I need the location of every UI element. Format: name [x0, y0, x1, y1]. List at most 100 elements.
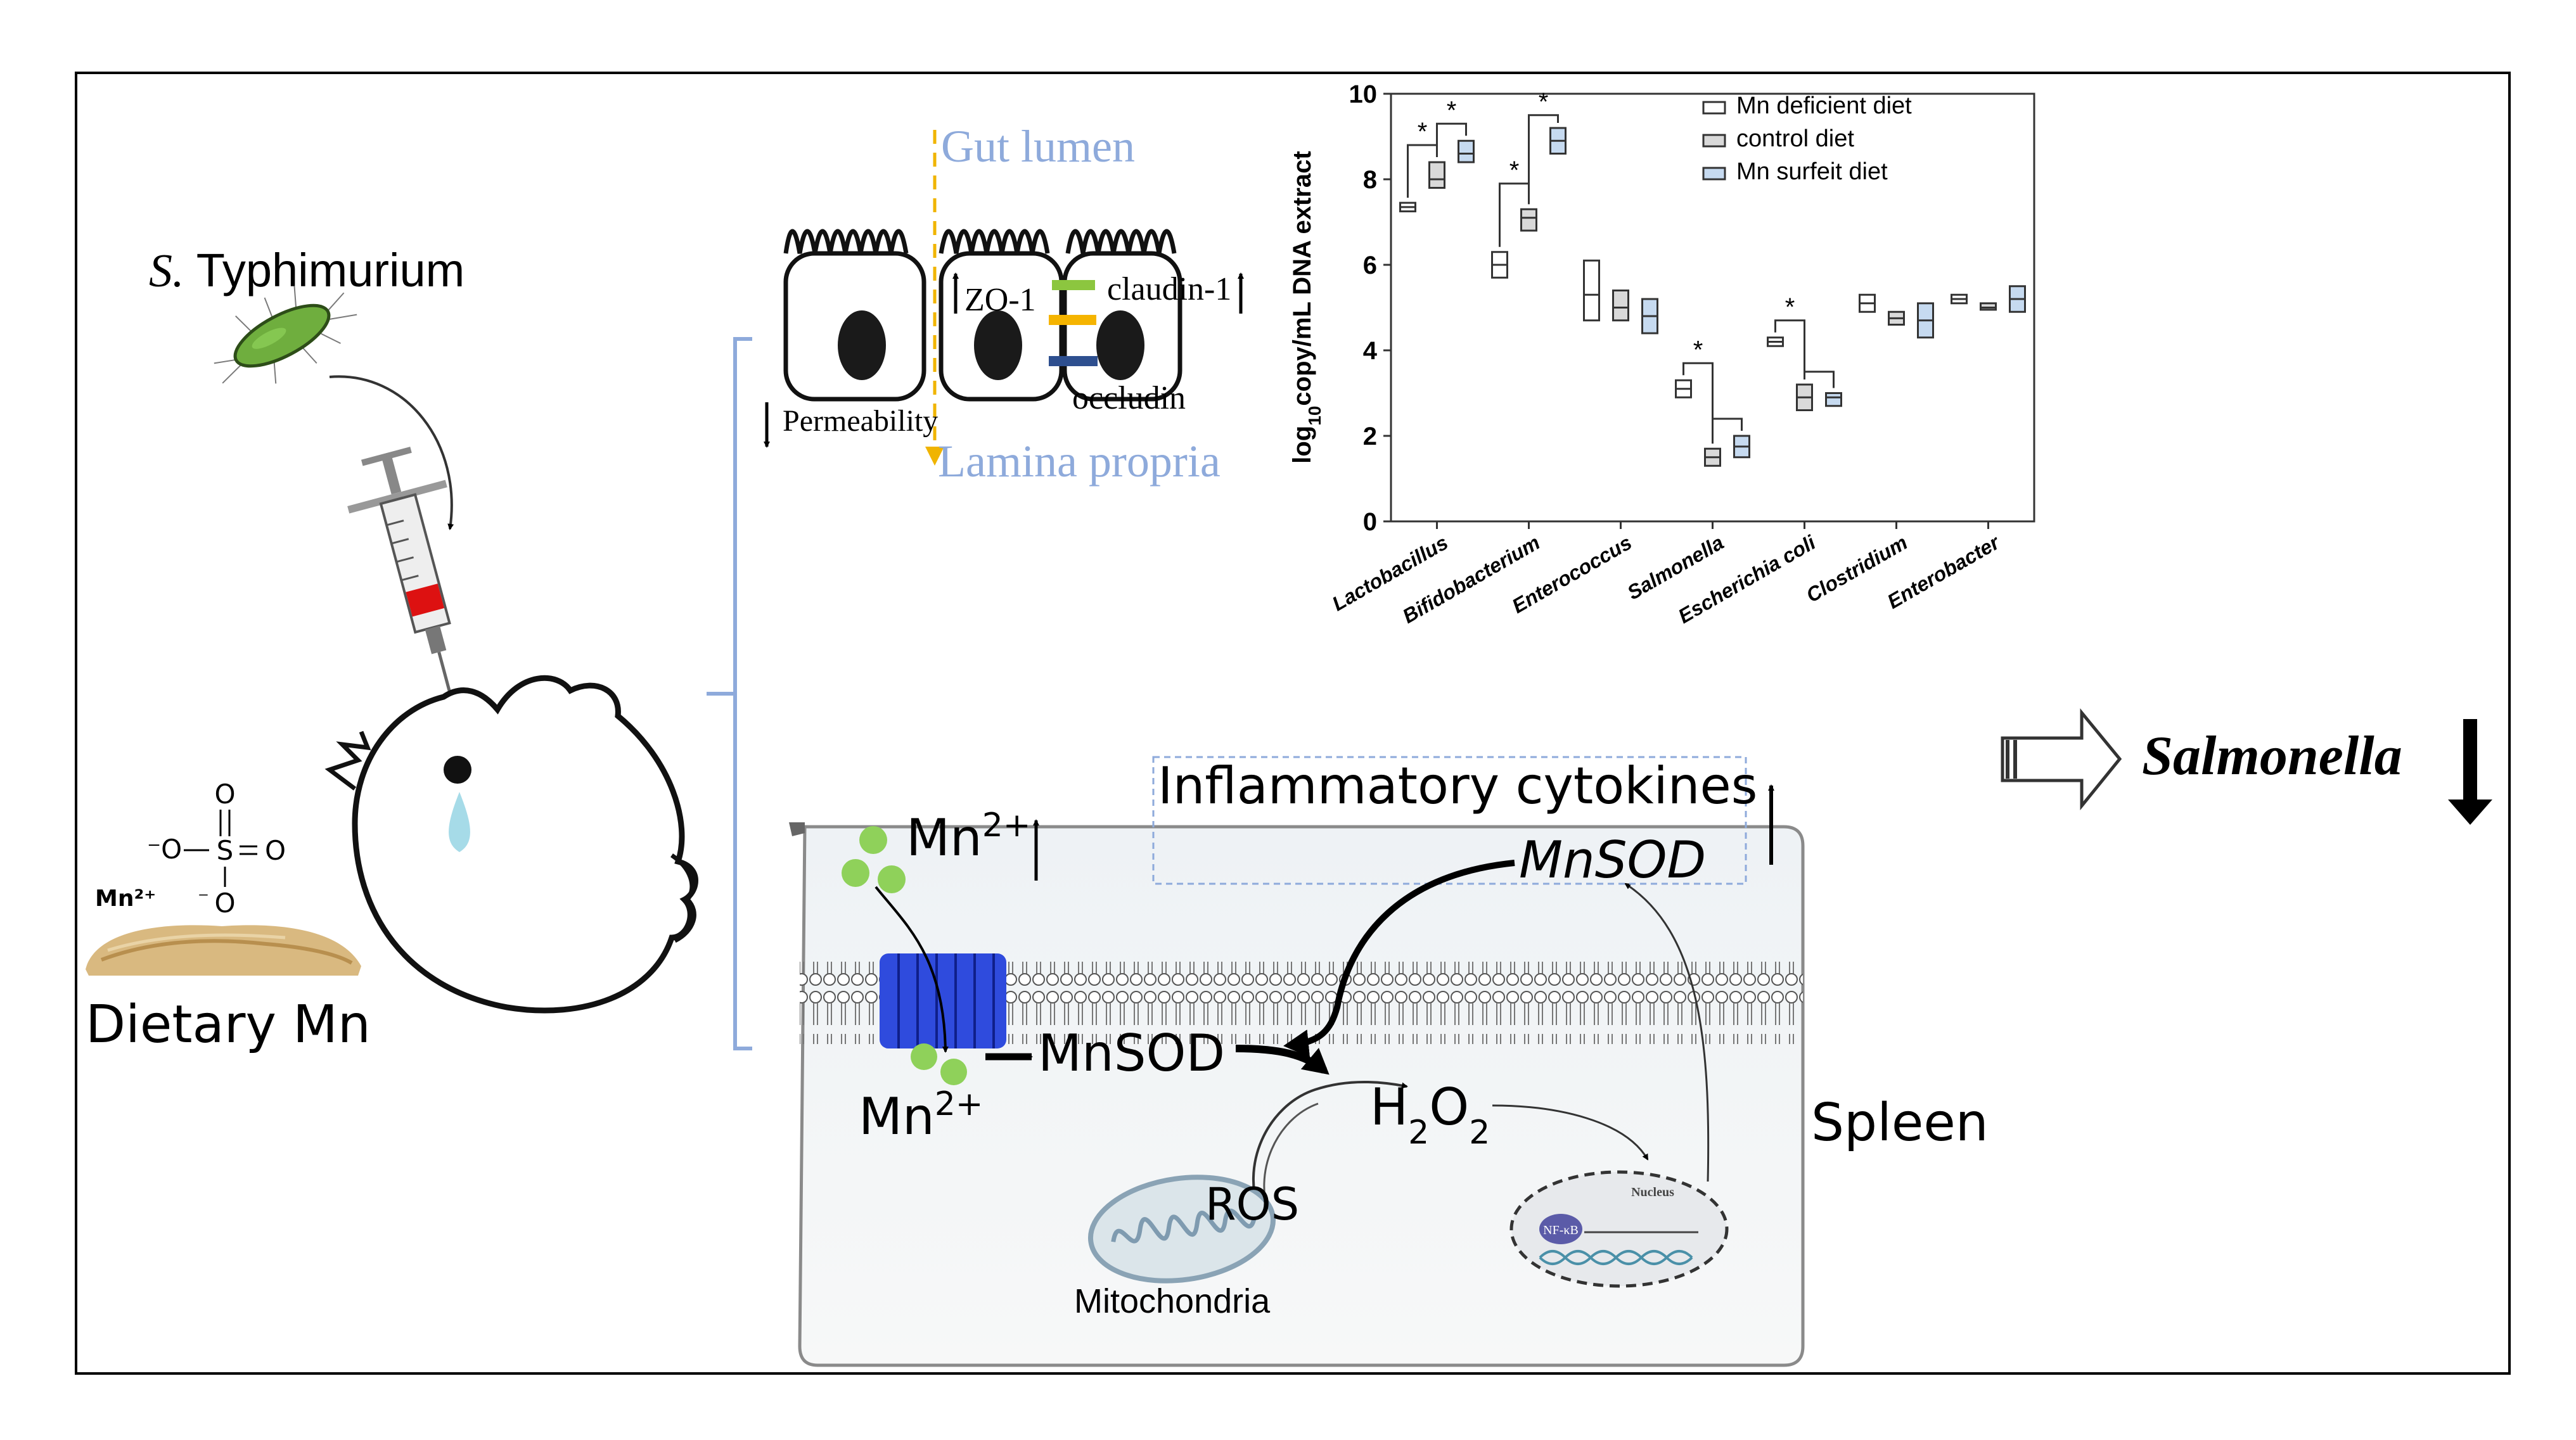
mnsod-nucleus-label: MnSOD	[1519, 831, 1706, 889]
y-axis-label-subscript: 10	[1305, 406, 1324, 426]
mn-bottom-label: Mn2+	[859, 1085, 983, 1146]
box-6-1	[1980, 302, 1997, 311]
transporter-protein	[880, 953, 1006, 1048]
pathogen-label-rest: Typhimurium	[184, 244, 465, 296]
nucleus-2	[974, 310, 1022, 380]
sulfate-s: S	[217, 835, 234, 866]
sig-bifido-ctrl-surf-star: *	[1539, 88, 1549, 116]
y-axis-label-rest: copy/mL DNA extract	[1288, 151, 1316, 405]
sulfate-o-left: ⁻O	[147, 834, 182, 865]
x-axis-ticks: LactobacillusBifidobacteriumEnterococcus…	[1328, 521, 2004, 628]
mn-particles-bottom	[911, 1043, 967, 1085]
gut-epithelium-panel: Gut lumen ZO-1 claudin-1 occludin Permea…	[764, 121, 1244, 487]
sig-salmonella-def-ctrl	[1682, 362, 1714, 444]
nucleus-3	[1096, 310, 1144, 380]
y-axis-label-prefix: log	[1288, 426, 1316, 464]
salmonella-down-arrowhead	[2448, 800, 2492, 825]
y-tick-label: 10	[1349, 80, 1378, 108]
box-0-2	[1458, 139, 1475, 163]
figure-frame	[75, 72, 2511, 1375]
sulfate-minus-bottom: ⁻	[198, 886, 209, 912]
mn-bottom-superscript: 2+	[935, 1085, 984, 1123]
sig-lacto-def-ctrl-star: *	[1418, 118, 1428, 146]
y-axis-ticks: 0 2 4 6 8 10	[1349, 80, 1391, 536]
nucleus-icon: NF-κB Nucleus	[1509, 1170, 1729, 1288]
sulfate-o-right: O	[265, 835, 286, 866]
nucleus-to-mnsod-arrow	[1624, 882, 1710, 1182]
sig-ecoli-def-ctrl	[1774, 319, 1805, 379]
outcome-label: Salmonella	[2142, 725, 2402, 787]
epithelial-cells	[783, 229, 1182, 402]
mn-ion-label: Mn²⁺	[95, 886, 156, 912]
occludin-label: occludin	[1072, 380, 1186, 416]
spleen-cell-panel: Mn2+ Mn2+ MnSOD H2O2 ROS Mitochondria NF…	[789, 756, 1989, 1367]
pathogen-label: S. Typhimurium	[149, 244, 465, 297]
nucleus-label: Nucleus	[1631, 1185, 1674, 1199]
inflammatory-label: Inflammatory cytokines	[1158, 756, 1757, 815]
sig-ecoli-def-ctrl-star: *	[1785, 293, 1795, 321]
sig-bifido-ctrl-surf	[1528, 114, 1559, 205]
sig-ecoli-span	[1804, 371, 1835, 388]
box-4-2	[1825, 392, 1842, 407]
mitochondria-icon	[1087, 1175, 1276, 1284]
y-tick-label: 8	[1363, 166, 1377, 194]
sig-lacto-ctrl-surf-star: *	[1447, 96, 1457, 124]
cell-corner-marker	[789, 822, 805, 836]
sig-salmonella-span	[1712, 417, 1743, 431]
legend-swatch-2	[1702, 167, 1726, 181]
manganese-sulfate-structure: O ⁻O S O ⁻ O Mn²⁺	[95, 779, 286, 919]
ros-conversion-arrow	[1252, 1081, 1408, 1217]
box-1-1	[1520, 208, 1537, 232]
h2o2-to-nucleus-arrow	[1492, 1104, 1649, 1161]
box-2-1	[1612, 290, 1629, 322]
sig-bifido-def-ctrl-star: *	[1509, 156, 1520, 184]
sig-salmonella-def-ctrl-star: *	[1693, 336, 1703, 364]
mn-particles-top	[842, 826, 906, 893]
feed-pile-image	[86, 925, 361, 976]
y-tick-label: 6	[1363, 252, 1377, 279]
legend-swatch-1	[1702, 134, 1726, 148]
y-tick-label: 2	[1363, 423, 1377, 450]
bacterium-icon	[214, 286, 357, 384]
dietary-mn-label: Dietary Mn	[86, 995, 371, 1055]
mn-top-superscript: 2+	[982, 806, 1031, 844]
mnsod-cell-label: MnSOD	[1038, 1024, 1225, 1083]
syringe-icon	[347, 447, 451, 692]
mitochondria-label: Mitochondria	[1074, 1282, 1271, 1320]
y-tick-label: 0	[1363, 508, 1377, 536]
chicken-icon	[324, 675, 698, 1014]
legend-label-2: Mn surfeit diet	[1736, 158, 1888, 185]
sulfate-o-bottom: O	[214, 888, 235, 919]
bracket	[707, 337, 752, 1050]
gut-lumen-label: Gut lumen	[941, 121, 1135, 172]
nucleus-1	[838, 310, 886, 380]
mn-bottom-base: Mn	[859, 1087, 935, 1146]
y-tick-label: 4	[1363, 337, 1378, 365]
mn-top-label: Mn2+	[906, 806, 1030, 867]
nfkb-label: NF-κB	[1543, 1223, 1579, 1237]
permeability-label: Permeability	[783, 404, 938, 438]
h2o2-o: O	[1429, 1078, 1469, 1137]
sig-lacto-ctrl-surf	[1436, 122, 1467, 157]
ros-label: ROS	[1205, 1178, 1299, 1230]
legend-label-0: Mn deficient diet	[1736, 92, 1912, 119]
significance-brackets: * * * * * *	[1407, 88, 1835, 444]
box-marks	[1399, 127, 2026, 467]
spleen-label: Spleen	[1811, 1093, 1989, 1153]
mn-import-arrow	[875, 886, 949, 1053]
sulfate-o-top: O	[214, 779, 235, 810]
inoculation-arrow	[329, 375, 454, 530]
legend-label-1: control diet	[1736, 125, 1854, 152]
h2o2-label: H2O2	[1370, 1078, 1490, 1152]
h2o2-sub1: 2	[1408, 1114, 1429, 1152]
left-panel: S. Typhimurium	[86, 244, 698, 1055]
pathogen-label-italic: S.	[149, 245, 184, 297]
y-axis-label: log10copy/mL DNA extract	[1288, 151, 1324, 463]
h2o2-sub2: 2	[1469, 1114, 1490, 1152]
inflammatory-box	[1152, 756, 1747, 885]
outcome-arrow	[2001, 708, 2122, 811]
mn-top-base: Mn	[906, 808, 982, 867]
box-2-0	[1583, 259, 1600, 322]
